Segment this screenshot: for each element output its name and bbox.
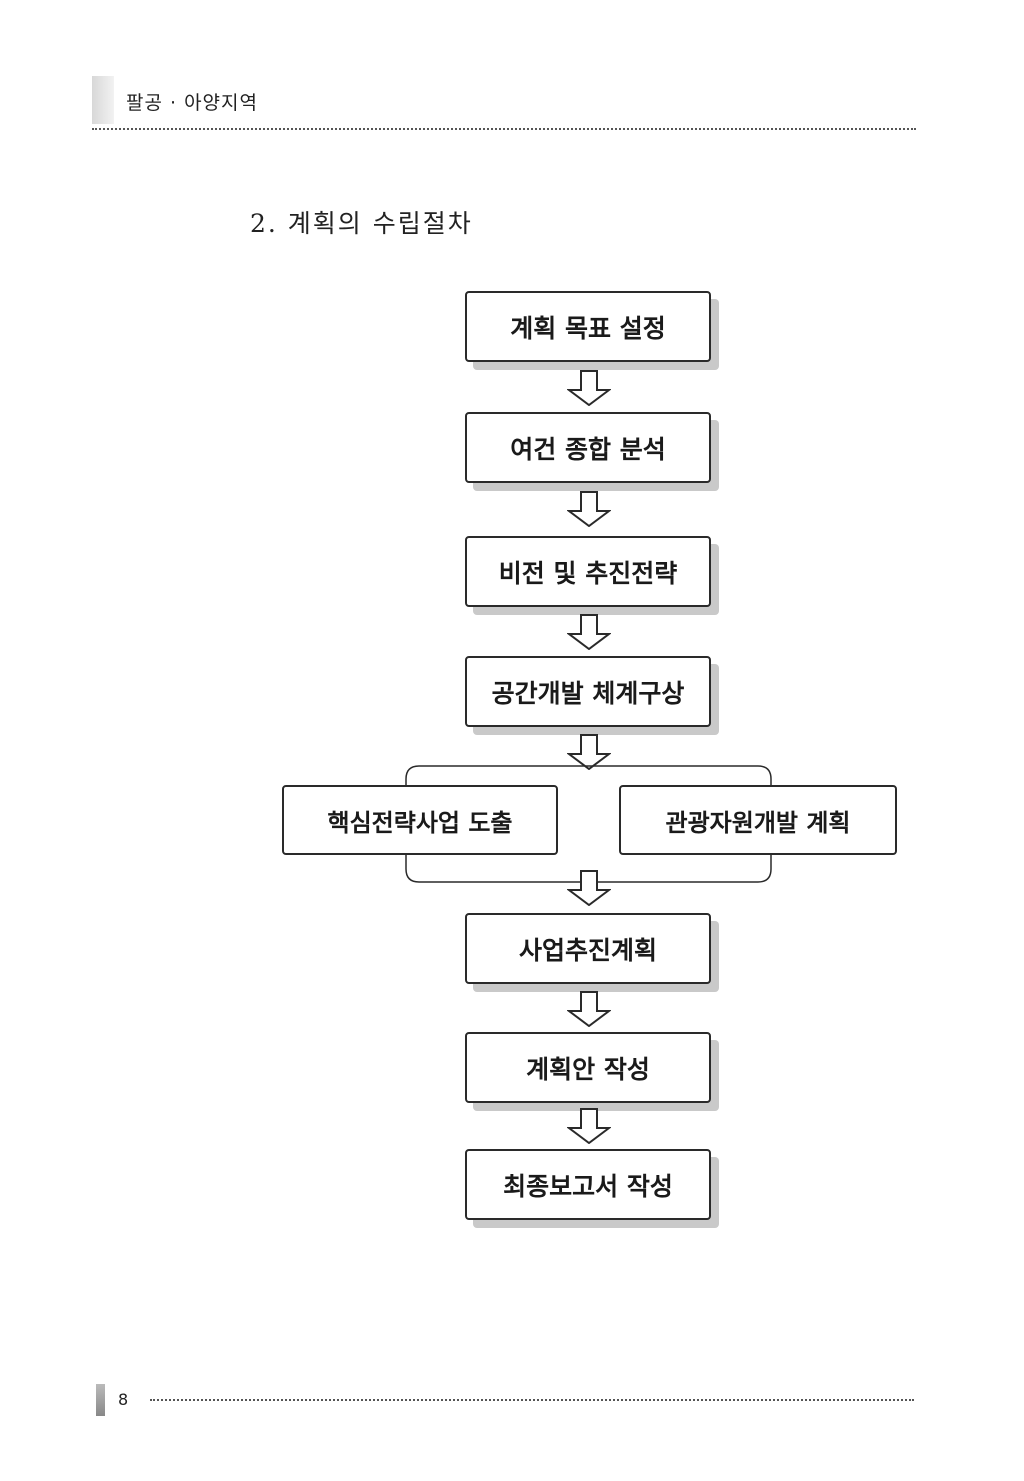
section-heading: 2. 계획의 수립절차 <box>250 209 473 238</box>
down-arrow-icon <box>567 1108 611 1144</box>
step-condition-analysis: 여건 종합 분석 <box>465 412 711 483</box>
down-arrow-icon <box>567 734 611 770</box>
step-project-plan: 사업추진계획 <box>465 913 711 984</box>
page-number: 8 <box>118 1390 129 1409</box>
down-arrow-icon <box>567 370 611 406</box>
footer-dotted-rule <box>150 1399 914 1401</box>
step-final-report: 최종보고서 작성 <box>465 1149 711 1220</box>
down-arrow-icon <box>567 991 611 1027</box>
down-arrow-icon <box>567 614 611 650</box>
down-arrow-icon <box>567 870 611 906</box>
step-draft-plan: 계획안 작성 <box>465 1032 711 1103</box>
header-tab-marker <box>92 76 114 124</box>
footer-bar-marker <box>96 1384 105 1416</box>
step-vision-strategy: 비전 및 추진전략 <box>465 536 711 607</box>
running-head: 팔공 · 아양지역 <box>126 92 258 114</box>
step-goal-setting: 계획 목표 설정 <box>465 291 711 362</box>
down-arrow-icon <box>567 491 611 527</box>
branch-core-projects: 핵심전략사업 도출 <box>282 785 558 855</box>
header-dotted-rule <box>92 128 916 130</box>
branch-tourism-resources: 관광자원개발 계획 <box>619 785 897 855</box>
step-spatial-plan: 공간개발 체계구상 <box>465 656 711 727</box>
